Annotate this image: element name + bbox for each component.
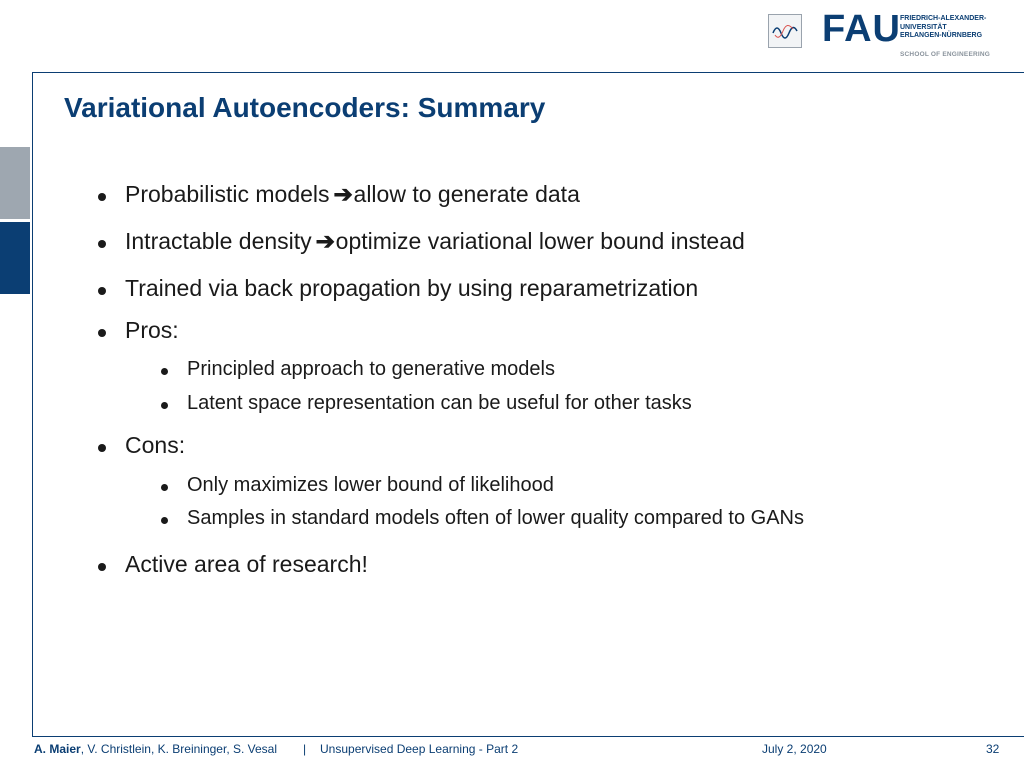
bullet-dot-icon xyxy=(161,517,168,524)
side-marker-blue xyxy=(0,222,30,294)
sub-bullet-text: Latent space representation can be usefu… xyxy=(187,392,692,414)
sub-bullet-text: Principled approach to generative models xyxy=(187,358,555,380)
footer-authors: A. Maier, V. Christlein, K. Breininger, … xyxy=(34,742,277,756)
lme-logo xyxy=(768,14,802,48)
frame-top-rule xyxy=(32,72,1024,73)
frame-bottom-rule xyxy=(32,736,1024,737)
bullet-text: Trained via back propagation by using re… xyxy=(125,275,699,301)
footer-course: Unsupervised Deep Learning - Part 2 xyxy=(320,742,519,756)
bullet-dot-icon xyxy=(98,240,106,248)
bullet-text: allow to generate data xyxy=(353,181,580,207)
bullet-text: Cons: xyxy=(125,432,186,458)
bullet-dot-icon xyxy=(161,368,168,375)
page-number: 32 xyxy=(986,742,1000,756)
university-line: FRIEDRICH-ALEXANDER- xyxy=(900,15,987,22)
arrow-right-icon: ➔ xyxy=(333,181,353,207)
side-marker-grey xyxy=(0,147,30,219)
arrow-right-icon: ➔ xyxy=(315,228,335,254)
slide-title: Variational Autoencoders: Summary xyxy=(64,92,546,123)
bullet-dot-icon xyxy=(98,329,106,337)
bullet-dot-icon xyxy=(161,402,168,409)
bullet-dot-icon xyxy=(98,563,106,571)
waveform-icon xyxy=(772,25,798,39)
bullet-dot-icon xyxy=(98,193,106,201)
bullet-text: Active area of research! xyxy=(125,551,368,577)
sub-bullet-text: Samples in standard models often of lowe… xyxy=(187,507,804,529)
frame-left-rule xyxy=(32,72,33,736)
bullet-text: Intractable density xyxy=(125,228,312,254)
bullet-dot-icon xyxy=(98,287,106,295)
university-line: ERLANGEN-NÜRNBERG xyxy=(900,32,983,39)
fau-logo: FAU xyxy=(822,8,901,50)
footer-separator: | xyxy=(303,742,307,756)
school-name: SCHOOL OF ENGINEERING xyxy=(900,51,991,58)
sub-bullet-text: Only maximizes lower bound of likelihood xyxy=(187,474,554,496)
lead-author: A. Maier xyxy=(34,742,81,756)
bullet-text: Pros: xyxy=(125,317,179,343)
university-name: FRIEDRICH-ALEXANDER- UNIVERSITÄT ERLANGE… xyxy=(900,15,986,41)
bullet-dot-icon xyxy=(98,444,106,452)
university-line: UNIVERSITÄT xyxy=(900,23,947,31)
bullet-text: Probabilistic models xyxy=(125,181,330,207)
footer-date: July 2, 2020 xyxy=(762,742,827,756)
other-authors: , V. Christlein, K. Breininger, S. Vesal xyxy=(80,742,278,756)
bullet-dot-icon xyxy=(161,484,168,491)
bullet-text: optimize variational lower bound instead xyxy=(335,228,745,254)
